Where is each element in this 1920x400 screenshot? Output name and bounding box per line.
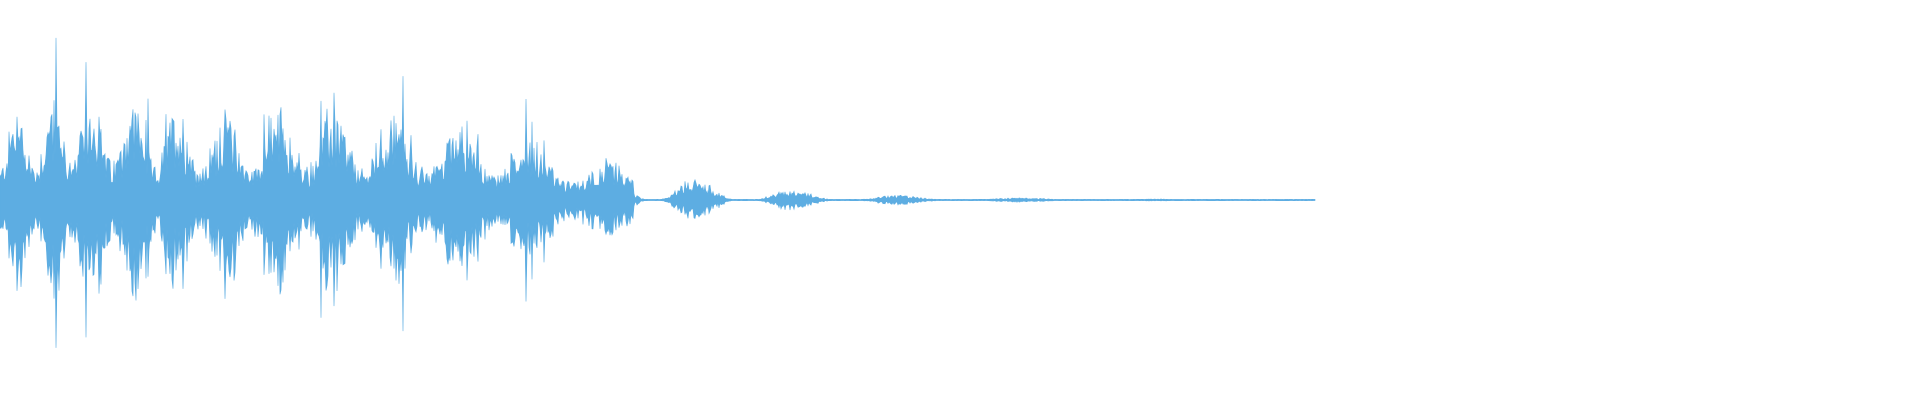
- waveform-signal: [0, 37, 1316, 348]
